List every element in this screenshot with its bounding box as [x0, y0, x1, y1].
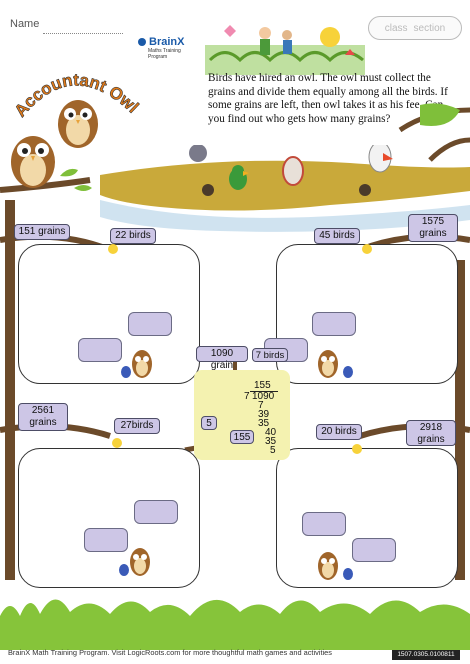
example-calculation-area [194, 370, 290, 460]
chick-icon-4 [352, 444, 362, 454]
intro-text: Birds have hired an owl. The owl must co… [208, 72, 448, 125]
chick-icon-1 [108, 244, 118, 254]
division-divisor: 7 [244, 391, 250, 402]
class-label: class [384, 22, 408, 34]
field-illustration [205, 25, 365, 75]
example-grains-label: 1090 grain [196, 346, 248, 371]
brand-logo: BrainX Maths Training Program [138, 36, 200, 66]
answer-bubble-1b[interactable] [78, 338, 122, 362]
brain-icon [138, 38, 146, 46]
name-label: Name [10, 18, 40, 30]
small-owl-3 [119, 548, 150, 576]
owl-on-branch [0, 136, 92, 193]
division-step-3: 35 [258, 418, 270, 429]
title-graphic: Accountant Owl [14, 70, 143, 148]
name-field[interactable]: Name [10, 18, 130, 44]
example-owl-share: 5 [201, 416, 217, 430]
grains-label-4: 2918 grains [406, 420, 456, 446]
birds-label-3: 27birds [114, 418, 160, 434]
division-dividend: 1090 [252, 391, 275, 402]
problem-panel-1 [18, 244, 200, 384]
answer-bubble-3a[interactable] [134, 500, 178, 524]
answer-bubble-4b[interactable] [352, 538, 396, 562]
division-step-5: 35 [265, 436, 277, 447]
answer-bubble-3b[interactable] [84, 528, 128, 552]
pond-scene [100, 145, 470, 232]
division-step-1: 7 [258, 400, 264, 411]
worksheet-code: 1507.0305.0100811 [392, 650, 460, 660]
chick-icon-2 [362, 244, 372, 254]
answer-bubble-2a[interactable] [312, 312, 356, 336]
grass-footer [0, 599, 470, 650]
small-owl-1 [121, 350, 152, 378]
problem-panel-2 [276, 244, 458, 384]
birds-label-4: 20 birds [316, 424, 362, 440]
division-step-4: 40 [265, 427, 277, 438]
brand-name: BrainX [149, 36, 185, 48]
division-remainder: 5 [270, 445, 276, 456]
birds-label-1: 22 birds [110, 228, 156, 244]
grains-label-1: 151 grains [14, 224, 70, 240]
division-quotient: 155 [254, 380, 271, 391]
class-section-field[interactable]: class section [368, 16, 462, 40]
section-label: section [413, 22, 446, 34]
brand-sub: Maths Training Program [148, 48, 181, 60]
small-owl-2 [318, 350, 353, 378]
example-birds-label: 7 birds [252, 348, 288, 362]
answer-bubble-4a[interactable] [302, 512, 346, 536]
division-step-2: 39 [258, 409, 270, 420]
name-line [43, 33, 123, 34]
small-owl-4 [318, 552, 353, 580]
grains-label-2: 1575 grains [408, 214, 458, 242]
division-bar [250, 391, 278, 392]
birds-label-2: 45 birds [314, 228, 360, 244]
grains-label-3: 2561 grains [18, 403, 68, 431]
example-bird-share: 155 [230, 430, 254, 444]
footer-text: BrainX Math Training Program. Visit Logi… [8, 648, 332, 657]
problem-panel-4 [276, 448, 458, 588]
chick-icon-3 [112, 438, 122, 448]
tree-top-right [398, 103, 470, 162]
answer-bubble-1a[interactable] [128, 312, 172, 336]
